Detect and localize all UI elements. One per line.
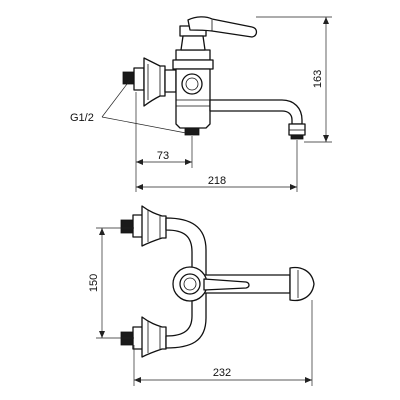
- thread-callout: G1/2: [70, 79, 187, 134]
- total-length-side-label: 218: [208, 175, 226, 187]
- wall-to-body-dimension: 73: [135, 92, 193, 192]
- side-valve-body: [172, 49, 214, 136]
- thread-callout-label: G1/2: [70, 112, 94, 124]
- inlet-spacing-label: 150: [88, 274, 100, 292]
- side-connecting-arm: [164, 69, 177, 93]
- wall-to-body-label: 73: [157, 150, 169, 162]
- total-length-dimension-top: 232: [133, 300, 313, 386]
- top-view: 150 232: [88, 205, 315, 386]
- total-length-dimension-side: 218: [136, 140, 298, 192]
- top-manifold: [165, 217, 207, 349]
- side-inlet-fitting: [122, 57, 166, 107]
- height-dimension: 163: [256, 16, 332, 143]
- side-spout: [209, 99, 306, 140]
- side-lever-handle: [179, 16, 258, 51]
- height-dimension-label: 163: [312, 70, 324, 88]
- inlet-spacing-dimension: 150: [88, 227, 134, 339]
- total-length-top-label: 232: [213, 367, 231, 379]
- top-inlet-lower: [120, 316, 167, 358]
- top-valve-body: [172, 266, 250, 302]
- top-inlet-upper: [120, 205, 167, 247]
- side-view: 163 G1/2 73 218: [70, 16, 332, 192]
